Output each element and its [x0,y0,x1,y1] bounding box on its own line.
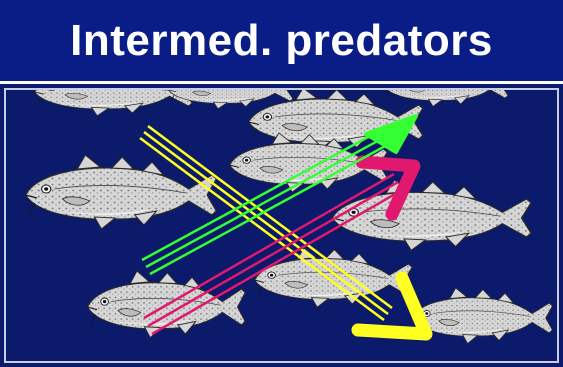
cod-fish-icon [33,90,193,117]
magenta-arrow [143,155,421,336]
green-arrow [141,114,418,276]
cod-fish-icon [410,287,554,345]
fish-scene [24,90,554,345]
cod-fish-icon [331,179,532,252]
illustration-frame [4,88,559,363]
slide-title: Intermed. predators [70,15,493,65]
yellow-arrow [139,124,433,341]
cod-fish-icon [253,247,413,308]
title-bar: Intermed. predators [0,0,563,84]
cod-fish-icon [383,90,509,107]
